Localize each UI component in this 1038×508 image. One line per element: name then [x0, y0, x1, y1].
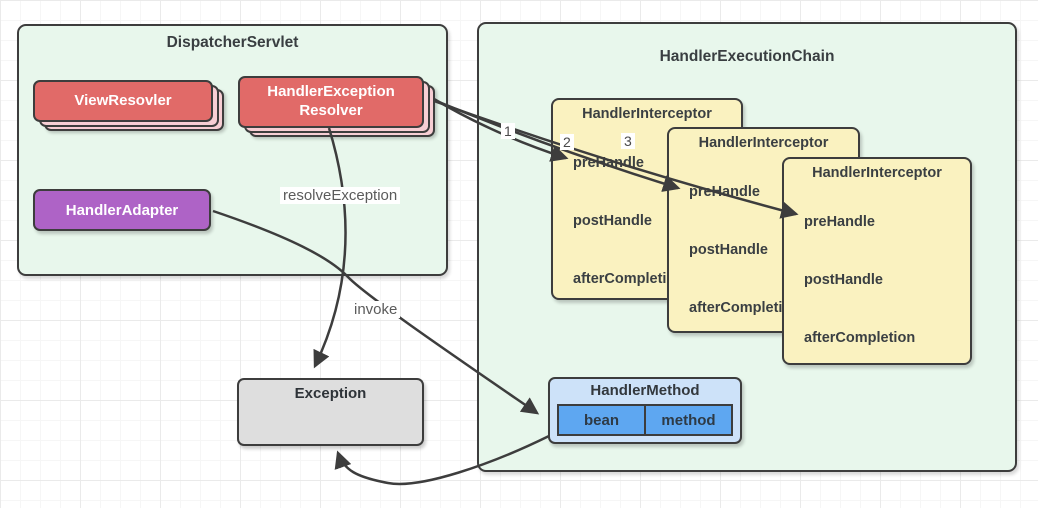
posthandle-method: postHandle	[804, 272, 883, 288]
handler-adapter-label: HandlerAdapter	[65, 201, 179, 219]
view-resolver-label: ViewResovler	[74, 91, 172, 109]
handler-method-cells: bean method	[557, 404, 733, 436]
handler-interceptor-title: HandlerInterceptor	[698, 135, 829, 151]
posthandle-method: postHandle	[689, 242, 768, 258]
aftercompletion-method: afterCompletion	[573, 271, 685, 287]
posthandle-method: postHandle	[573, 213, 652, 229]
handler-exception-resolver-label-line1: HandlerException	[267, 83, 395, 101]
sequence-label-2: 2	[560, 134, 574, 150]
handler-exception-resolver-label-line2: Resolver	[299, 102, 363, 119]
prehandle-method: preHandle	[689, 184, 760, 200]
view-resolver-stack: ViewResovler	[33, 80, 224, 131]
handler-exception-resolver-stack: HandlerException Resolver	[238, 76, 435, 137]
handler-interceptor-box-3: HandlerInterceptor preHandle postHandle …	[782, 157, 972, 365]
exception-box: Exception	[237, 378, 424, 446]
bean-cell: bean	[559, 406, 644, 434]
handler-exception-resolver-box: HandlerException Resolver	[238, 76, 424, 128]
view-resolver-box: ViewResovler	[33, 80, 213, 122]
handler-method-box: HandlerMethod bean method	[548, 377, 742, 444]
sequence-label-1: 1	[501, 123, 515, 139]
aftercompletion-method: afterCompletion	[689, 300, 801, 316]
handler-interceptor-title: HandlerInterceptor	[582, 106, 712, 122]
sequence-label-3: 3	[621, 133, 635, 149]
dispatcher-servlet-container: DispatcherServlet	[17, 24, 448, 276]
dispatcher-servlet-title: DispatcherServlet	[166, 34, 299, 51]
invoke-label: invoke	[351, 301, 401, 318]
handler-execution-chain-title: HandlerExecutionChain	[659, 48, 835, 65]
method-cell: method	[644, 406, 731, 434]
exception-label: Exception	[294, 385, 367, 402]
prehandle-method: preHandle	[573, 155, 644, 171]
aftercompletion-method: afterCompletion	[804, 330, 916, 346]
handler-method-title: HandlerMethod	[590, 382, 700, 399]
resolve-exception-label: resolveException	[280, 187, 401, 204]
handler-interceptor-title: HandlerInterceptor	[812, 165, 942, 181]
handler-adapter-box: HandlerAdapter	[33, 189, 211, 231]
prehandle-method: preHandle	[804, 214, 875, 230]
